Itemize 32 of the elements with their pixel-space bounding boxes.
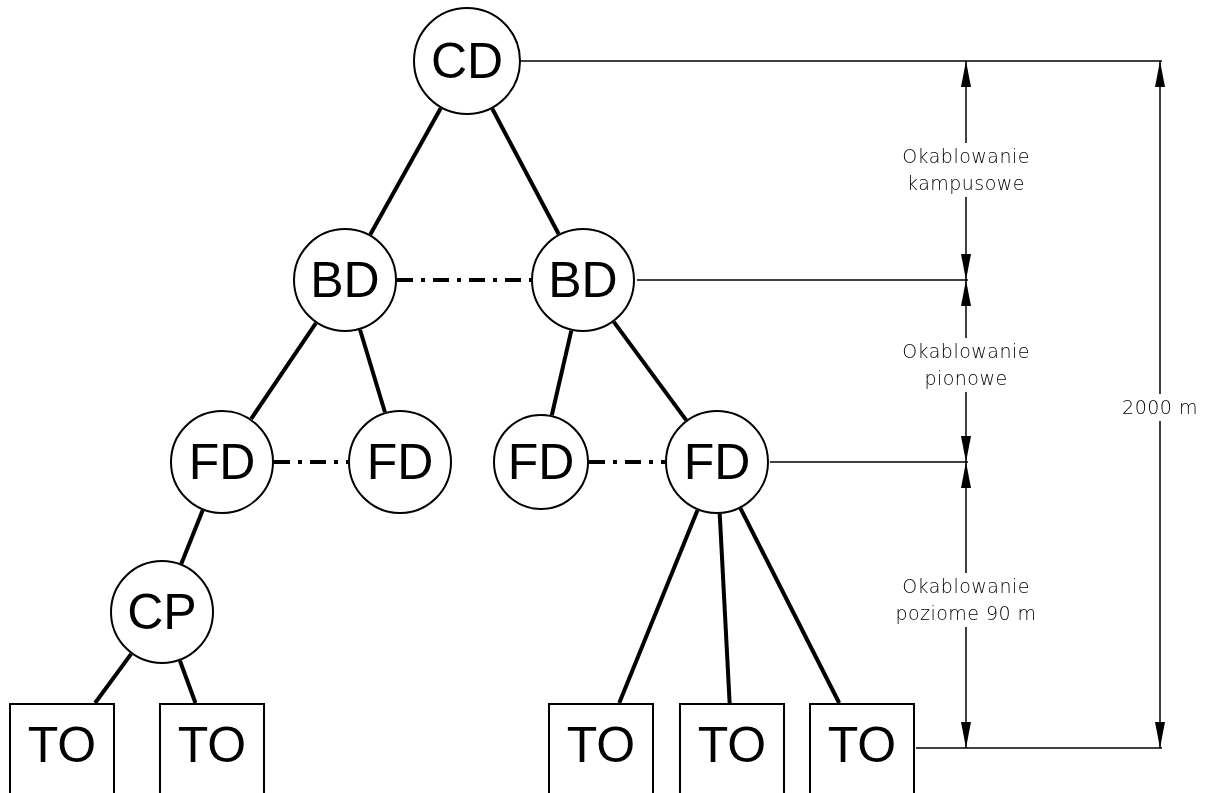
connector-line bbox=[368, 107, 443, 236]
node-label: FD bbox=[683, 437, 751, 487]
connector-line bbox=[397, 278, 531, 282]
connector-line bbox=[717, 513, 732, 704]
connector-line bbox=[249, 321, 318, 421]
connector-line bbox=[738, 507, 841, 704]
connector-line bbox=[589, 460, 665, 464]
node-label: TO bbox=[27, 720, 97, 770]
node-label: CP bbox=[127, 587, 197, 637]
node-label: TO bbox=[697, 720, 767, 770]
node-label: FD bbox=[188, 437, 256, 487]
node-label: BD bbox=[310, 255, 380, 305]
node-label: FD bbox=[507, 437, 575, 487]
node-label: CD bbox=[430, 36, 504, 86]
outlet-box bbox=[548, 703, 654, 793]
outlet-box bbox=[809, 703, 915, 793]
outlet-box bbox=[679, 703, 785, 793]
node-label: TO bbox=[566, 720, 636, 770]
outlet-box bbox=[159, 703, 265, 793]
connector-line bbox=[178, 660, 198, 704]
node-label: TO bbox=[827, 720, 897, 770]
connector-line bbox=[490, 107, 561, 235]
node-label: TO bbox=[177, 720, 247, 770]
outlet-box bbox=[9, 703, 115, 793]
connector-line bbox=[617, 509, 700, 704]
connector-line bbox=[612, 320, 688, 422]
connector-line bbox=[179, 509, 205, 565]
connector-line bbox=[549, 330, 574, 416]
node-label: BD bbox=[548, 255, 618, 305]
connector-line bbox=[93, 652, 133, 705]
node-label: FD bbox=[366, 437, 434, 487]
connector-line bbox=[274, 460, 348, 464]
